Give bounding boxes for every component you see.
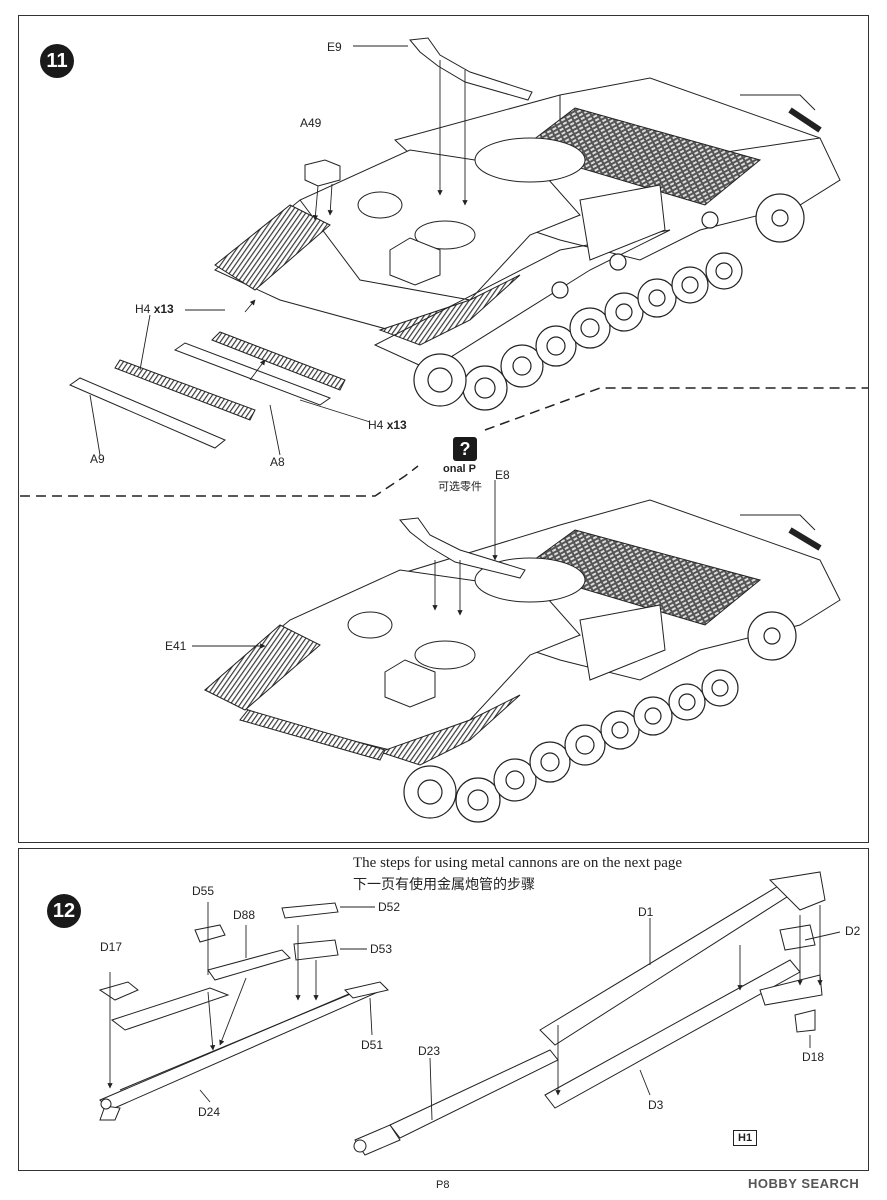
label-d3: D3 <box>648 1098 664 1112</box>
label-d17: D17 <box>100 940 123 954</box>
step-separator <box>20 387 868 497</box>
gun-barrel-assembly <box>539 871 826 1109</box>
metal-cannon-note-en: The steps for using metal cannons are on… <box>353 855 683 871</box>
road-wheels-bottom <box>403 611 797 823</box>
optional-part-label-en: onal P <box>443 463 477 475</box>
tank-chassis-top <box>214 77 841 371</box>
watermark: HOBBY SEARCH <box>748 1176 860 1191</box>
label-d88: D88 <box>233 908 256 922</box>
part-e8-installed <box>399 517 526 579</box>
step-11-frame <box>18 15 869 843</box>
label-d53: D53 <box>370 942 393 956</box>
road-wheels-top <box>413 193 805 411</box>
label-e41: E41 <box>165 639 187 653</box>
label-e9: E9 <box>327 40 342 54</box>
label-d23: D23 <box>418 1044 441 1058</box>
track-links-top <box>68 331 346 449</box>
label-d18: D18 <box>802 1050 825 1064</box>
label-h4-top-qty: x13 <box>153 302 174 316</box>
label-a49: A49 <box>300 116 322 130</box>
part-a49 <box>304 159 341 187</box>
label-d2: D2 <box>845 924 861 938</box>
label-a8: A8 <box>270 455 285 469</box>
gun-barrel-d23 <box>353 1049 559 1156</box>
label-d55: D55 <box>192 884 215 898</box>
label-h4-bottom-part: H4 <box>368 418 384 432</box>
label-a9: A9 <box>90 452 105 466</box>
optional-part-label-zh: 可选零件 <box>438 480 482 493</box>
label-d1: D1 <box>638 905 654 919</box>
page-number: P8 <box>436 1179 450 1191</box>
part-e9 <box>409 37 533 101</box>
optional-part-icon: ? <box>453 437 477 461</box>
label-h4-top-part: H4 <box>135 302 151 316</box>
label-d24: D24 <box>198 1105 221 1119</box>
metal-cannon-note-zh: 下一页有使用金属炮管的步骤 <box>353 877 535 893</box>
label-h4-top: H4 x13 <box>135 302 174 316</box>
label-h4-bottom: H4 x13 <box>368 418 407 432</box>
step-12-frame <box>18 848 869 1171</box>
tank-chassis-bottom <box>204 499 841 766</box>
label-d51: D51 <box>361 1038 384 1052</box>
label-h4-bottom-qty: x13 <box>386 418 407 432</box>
h1-reference-tag: H1 <box>733 1130 758 1146</box>
step-11-badge: 11 <box>40 44 74 78</box>
step-12-badge: 12 <box>47 894 81 928</box>
label-d52: D52 <box>378 900 401 914</box>
label-e8: E8 <box>495 468 510 482</box>
gun-mount-assembly <box>98 902 389 1121</box>
